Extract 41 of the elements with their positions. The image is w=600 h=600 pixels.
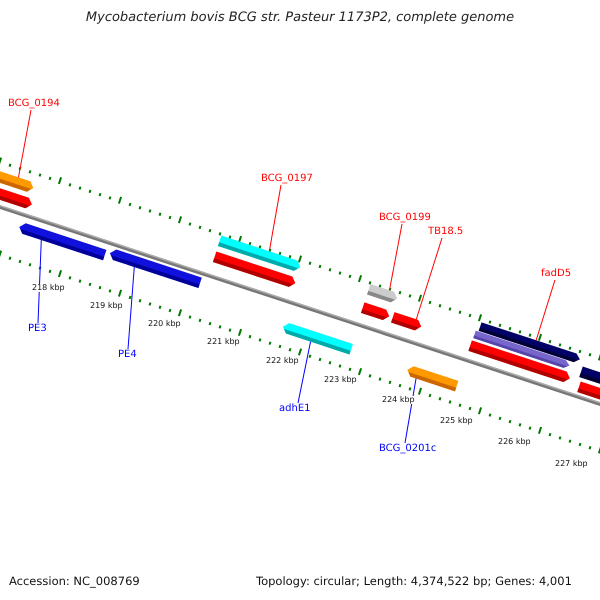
scale-label: 223 kbp — [323, 376, 358, 384]
scale-label: 224 kbp — [381, 396, 416, 404]
scale-label: 219 kbp — [89, 302, 124, 310]
gene-segment — [110, 250, 202, 288]
gene-label: PE4 — [118, 350, 137, 360]
scale-label: 218 kbp — [31, 284, 66, 292]
scale-label: 220 kbp — [147, 320, 182, 328]
gene-label: BCG_0199 — [379, 213, 431, 223]
info-text: Topology: circular; Length: 4,374,522 bp; Genes: 4,001 — [256, 576, 572, 588]
leader-line — [404, 378, 417, 444]
gene-segment — [19, 223, 106, 260]
gene-segment — [407, 366, 458, 392]
gene-segment — [468, 340, 570, 382]
scale-label: 225 kbp — [439, 417, 474, 425]
gene-segment — [367, 284, 398, 302]
gene-label: PE3 — [28, 324, 47, 334]
scale-label: 226 kbp — [497, 438, 532, 446]
gene-label: BCG_0197 — [261, 174, 313, 184]
scale-label: 221 kbp — [206, 338, 241, 346]
gene-label: adhE1 — [279, 404, 310, 414]
gene-label: BCG_0194 — [8, 99, 60, 109]
gene-segment — [391, 312, 422, 330]
gene-segment — [0, 168, 34, 192]
leader-line — [298, 341, 312, 404]
gene-segment — [360, 302, 390, 320]
gene-segment — [212, 252, 296, 287]
info-text: Accession: NC_008769 — [9, 576, 140, 588]
leader-line — [268, 184, 282, 252]
leader-line — [18, 110, 32, 178]
leader-line — [536, 280, 556, 341]
leader-line — [38, 239, 42, 324]
title: Mycobacterium bovis BCG str. Pasteur 1173P2, complete genome — [84, 11, 516, 24]
gene-label: BCG_0201c — [379, 444, 436, 454]
gene-segment — [0, 186, 32, 208]
gene-segment — [282, 323, 353, 354]
leader-line — [416, 238, 442, 320]
scale-label: 227 kbp — [554, 460, 589, 468]
gene-label: TB18.5 — [428, 227, 464, 237]
leader-line — [388, 224, 402, 291]
gene-label: fadD5 — [541, 269, 572, 279]
scale-label: 222 kbp — [265, 357, 300, 365]
